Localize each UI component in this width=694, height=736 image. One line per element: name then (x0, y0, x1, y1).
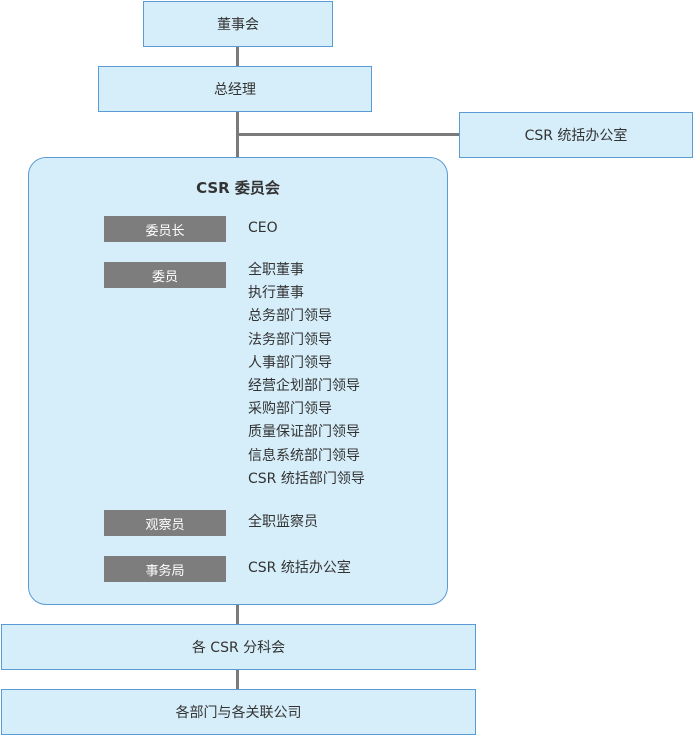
subcommittees-box: 各 CSR 分科会 (1, 624, 476, 670)
member-item: 经营企划部门领导 (248, 378, 360, 395)
csr-office-box: CSR 统括办公室 (459, 112, 693, 158)
committee-title: CSR 委员会 (196, 179, 280, 197)
role-value-secretariat: CSR 统括办公室 (248, 560, 351, 576)
connector-board-gm (236, 46, 239, 66)
member-item: 采购部门领导 (248, 401, 332, 418)
board-label: 董事会 (217, 17, 259, 33)
board-box: 董事会 (143, 1, 333, 47)
member-item: 人事部门领导 (248, 354, 332, 371)
csr-office-label: CSR 统括办公室 (524, 128, 628, 144)
member-item: 法务部门领导 (248, 331, 332, 348)
role-label-secretariat: 事务局 (104, 556, 226, 582)
role-label-chair: 委员长 (104, 216, 226, 242)
member-item: 信息系统部门领导 (248, 447, 360, 464)
general-manager-box: 总经理 (98, 66, 372, 112)
role-value-chair: CEO (248, 220, 278, 236)
role-value-observer: 全职监察员 (248, 514, 318, 530)
member-item: 总务部门领导 (248, 308, 332, 325)
subcommittees-label: 各 CSR 分科会 (191, 640, 286, 656)
connector-to-csr-office (236, 133, 459, 136)
role-label-observer: 观察员 (104, 510, 226, 536)
member-list: 全职董事 执行董事 总务部门领导 法务部门领导 人事部门领导 经营企划部门领导 … (248, 259, 365, 491)
member-item: CSR 统括部门领导 (248, 470, 365, 487)
member-item: 质量保证部门领导 (248, 424, 360, 441)
departments-label: 各部门与各关联公司 (175, 705, 302, 721)
general-manager-label: 总经理 (214, 82, 256, 98)
role-label-members: 委员 (104, 262, 226, 288)
connector-committee-subcommittees (236, 604, 239, 624)
connector-subcommittees-departments (236, 669, 239, 689)
member-item: 执行董事 (248, 285, 304, 302)
member-item: 全职董事 (248, 262, 304, 278)
csr-committee-box: CSR 委员会 委员长 CEO 委员 全职董事 执行董事 总务部门领导 法务部门… (28, 157, 448, 605)
departments-box: 各部门与各关联公司 (1, 689, 476, 735)
